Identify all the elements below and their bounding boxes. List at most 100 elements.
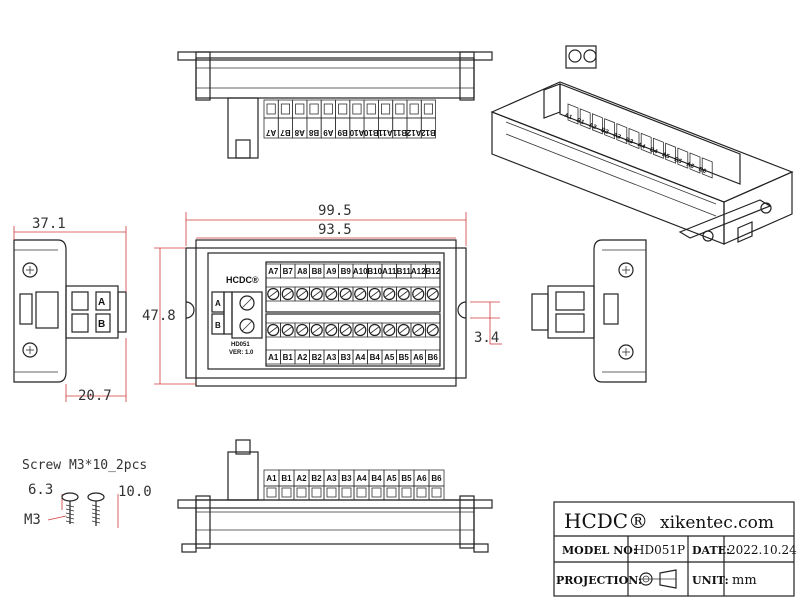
terminal-screw-icon — [310, 287, 323, 301]
bottom-label-a4: A4 — [355, 353, 366, 362]
terminal-screw-icon — [281, 323, 294, 337]
iso-label-b4: B4 — [649, 147, 659, 156]
bottom-view-label-a4: A4 — [356, 474, 367, 483]
iso-label-a1: A1 — [563, 113, 573, 122]
bottom-view-label-a5: A5 — [386, 474, 397, 483]
terminal-screw-icon — [368, 323, 381, 337]
unit-label: UNIT: — [692, 574, 729, 587]
bottom-label-b1: B1 — [283, 353, 294, 362]
projection-label: PROJECTION: — [556, 574, 642, 587]
bottom-view-label-b3: B3 — [341, 474, 352, 483]
top-view-label-a8: A8 — [294, 128, 305, 137]
bottom-label-a6: A6 — [413, 353, 424, 362]
terminal-screw-icon — [426, 287, 439, 301]
top-label-b12: B12 — [425, 267, 440, 276]
bottom-label-b3: B3 — [341, 353, 352, 362]
bottom-view-label-b4: B4 — [371, 474, 382, 483]
top-label-b11: B11 — [397, 267, 412, 276]
side-label-a: A — [215, 299, 221, 308]
bottom-view-label-a3: A3 — [326, 474, 337, 483]
title-block — [553, 501, 795, 597]
iso-label-a6: A6 — [685, 162, 695, 171]
screw-title: Screw M3*10_2pcs — [22, 458, 147, 473]
iso-label-b2: B2 — [600, 127, 610, 136]
terminal-screw-icon — [412, 287, 425, 301]
title-website: xikentec.com — [660, 513, 774, 533]
terminal-screw-icon — [412, 323, 425, 337]
bottom-view-label-b1: B1 — [281, 474, 292, 483]
svg-text:A: A — [98, 297, 105, 308]
dim-rail-width: 93.5 — [318, 222, 352, 238]
bottom-label-b6: B6 — [428, 353, 439, 362]
top-view-label-b9: B9 — [337, 128, 348, 137]
terminal-screw-icon — [383, 323, 396, 337]
top-label-b8: B8 — [312, 267, 323, 276]
terminal-screw-icon — [383, 287, 396, 301]
screw-icon — [87, 492, 105, 502]
bottom-view-label-b2: B2 — [311, 474, 322, 483]
date-value: 2022.10.24 — [728, 543, 797, 557]
unit-value: mm — [732, 573, 757, 588]
iso-label-a4: A4 — [637, 142, 647, 151]
model-label: MODEL NO: — [562, 544, 637, 557]
terminal-screw-icon — [354, 323, 367, 337]
bottom-label-a5: A5 — [384, 353, 395, 362]
top-label-b9: B9 — [341, 267, 352, 276]
bottom-view-label-b6: B6 — [431, 474, 442, 483]
top-view-label-a7: A7 — [265, 128, 276, 137]
top-view-label-a11: A11 — [378, 128, 393, 137]
left-side-view: A B — [13, 239, 127, 383]
screw-head-dim: 6.3 — [28, 482, 53, 498]
iso-label-b3: B3 — [624, 137, 634, 146]
terminal-screw-icon — [296, 287, 309, 301]
screw-detail: Screw M3*10_2pcs 6.3 10.0 M3 — [22, 458, 152, 528]
bottom-view-label-a6: A6 — [416, 474, 427, 483]
screw-icon — [61, 492, 79, 502]
iso-label-a2: A2 — [588, 123, 598, 132]
bottom-view-label-b5: B5 — [401, 474, 412, 483]
top-view-label-a9: A9 — [323, 128, 334, 137]
top-label-a12: A12 — [411, 267, 426, 276]
terminal-screw-icon — [281, 287, 294, 301]
dim-side-depth: 37.1 — [32, 216, 66, 232]
terminal-screw-icon — [325, 287, 338, 301]
terminal-screw-icon — [354, 287, 367, 301]
right-side-view — [531, 239, 647, 383]
top-label-a8: A8 — [297, 267, 308, 276]
iso-label-a5: A5 — [661, 152, 671, 161]
top-label-a10: A10 — [353, 267, 368, 276]
top-view-label-b11: B11 — [392, 128, 407, 137]
model-text: HD051 — [231, 342, 250, 348]
terminal-screw-icon — [267, 323, 280, 337]
dim-slot: 3.4 — [474, 330, 499, 346]
terminal-screw-icon — [325, 323, 338, 337]
top-label-a11: A11 — [382, 267, 397, 276]
terminal-screw-icon — [397, 323, 410, 337]
iso-label-b5: B5 — [673, 157, 683, 166]
terminal-screw-icon — [339, 287, 352, 301]
side-label-b: B — [215, 321, 221, 330]
bottom-label-a2: A2 — [297, 353, 308, 362]
projection-icon — [639, 572, 653, 586]
dim-side-base: 20.7 — [78, 388, 112, 404]
bottom-label-b2: B2 — [312, 353, 323, 362]
bottom-label-b4: B4 — [370, 353, 381, 362]
brand-logo: HCDC® — [226, 275, 259, 285]
date-label: DATE: — [692, 544, 730, 557]
version-text: VER: 1.0 — [229, 350, 254, 356]
title-brand: HCDC® — [564, 509, 648, 533]
top-view-label-b7: B7 — [280, 128, 291, 137]
terminal-screw-icon — [310, 323, 323, 337]
iso-label-b1: B1 — [576, 118, 586, 127]
top-view-label-a12: A12 — [406, 128, 421, 137]
screw-thread: M3 — [24, 512, 41, 528]
bottom-label-b5: B5 — [399, 353, 410, 362]
iso-label-a3: A3 — [612, 132, 622, 141]
terminal-screw-icon — [267, 287, 280, 301]
terminal-screw-icon — [426, 323, 439, 337]
terminal-screw-icon — [397, 287, 410, 301]
